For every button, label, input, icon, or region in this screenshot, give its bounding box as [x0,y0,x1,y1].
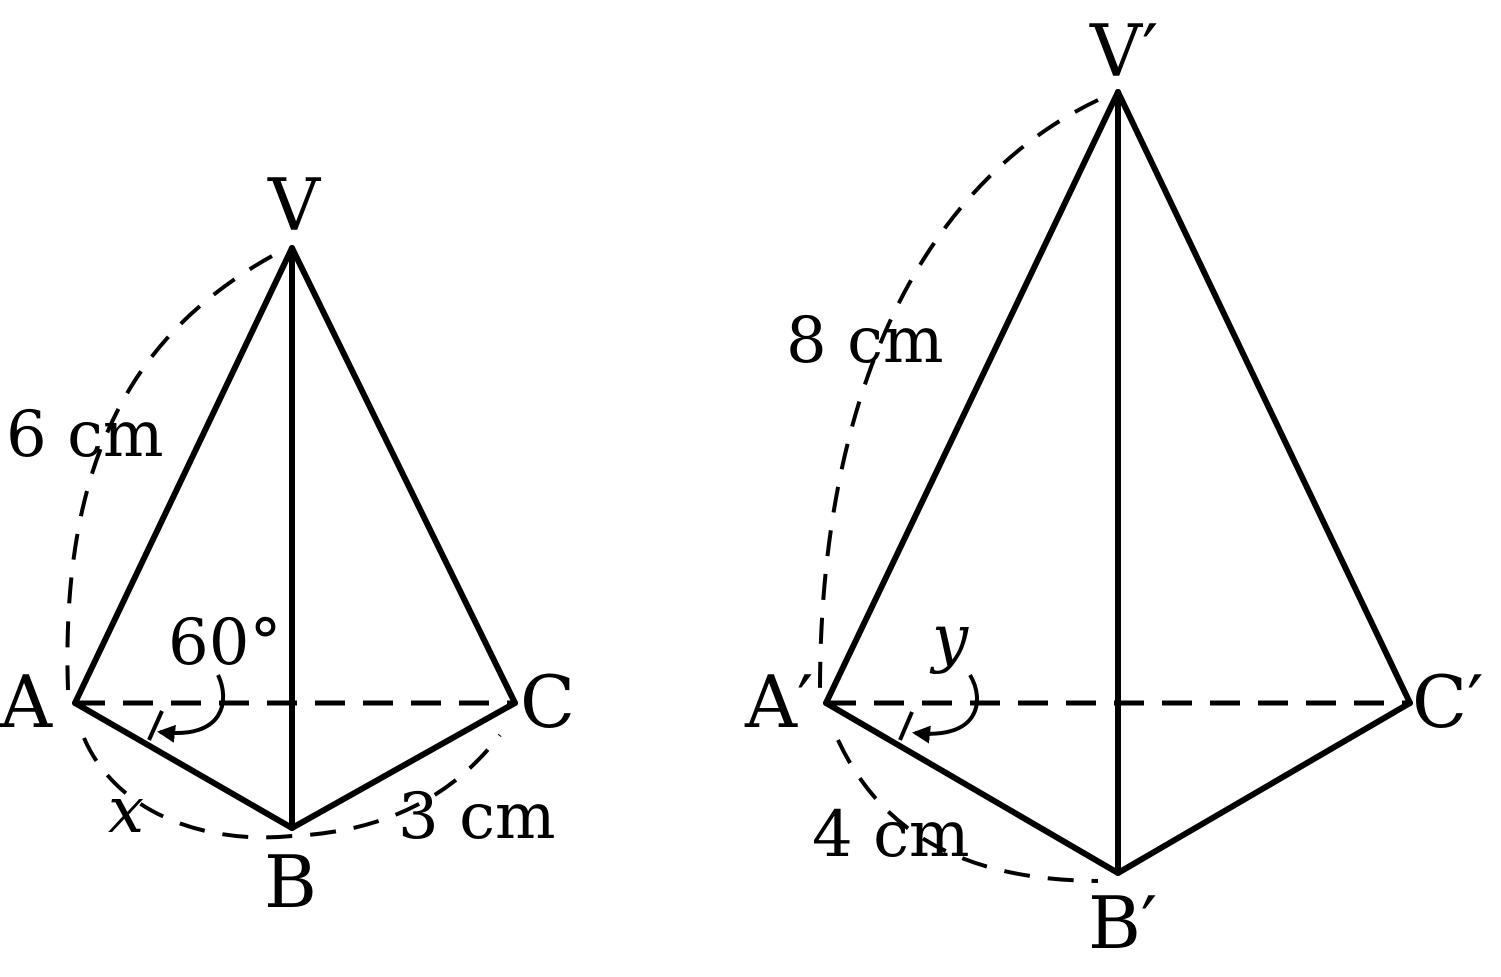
small-base-measure-arc [82,733,502,840]
small-unknown-label: x [108,774,144,848]
large-vertex-label-c: C′ [1412,660,1483,744]
small-slant-edge-label: 6 cm [6,398,164,472]
large-edge-ab [823,700,1121,876]
small-vertex-label-c: C [520,660,575,744]
small-vertex-label-v: V [267,163,322,247]
large-base-edge-label: 4 cm [812,798,970,872]
small-edge-vc [289,245,518,706]
large-vertex-label-v: V′ [1089,9,1158,93]
small-angle-tick [147,710,164,741]
small-base-edge-label: 3 cm [398,780,556,854]
small-pyramid: V A B C 6 cm 3 cm 60° x [0,163,575,924]
small-vertex-label-a: A [0,660,53,744]
large-unknown-label: y [929,602,969,676]
large-base-measure-arc [836,739,1099,883]
small-edge-bc [289,700,518,831]
large-edge-bc [1115,700,1413,876]
small-edge-ab [72,700,295,831]
small-slant-measure-arc [65,254,273,691]
large-edge-vc [1115,89,1413,706]
small-angle-label: 60° [168,606,281,680]
small-edge-va [72,245,295,706]
large-slant-edge-label: 8 cm [786,304,944,378]
large-pyramid: V′ A′ B′ C′ 8 cm 4 cm y [744,9,1483,965]
small-angle-arrow [157,674,226,743]
large-vertex-label-b: B′ [1088,881,1157,965]
large-edge-va [823,89,1121,706]
small-vertex-label-b: B [264,840,317,924]
large-angle-tick [898,711,914,741]
large-vertex-label-a: A′ [744,660,813,744]
large-angle-arrow [912,673,979,744]
